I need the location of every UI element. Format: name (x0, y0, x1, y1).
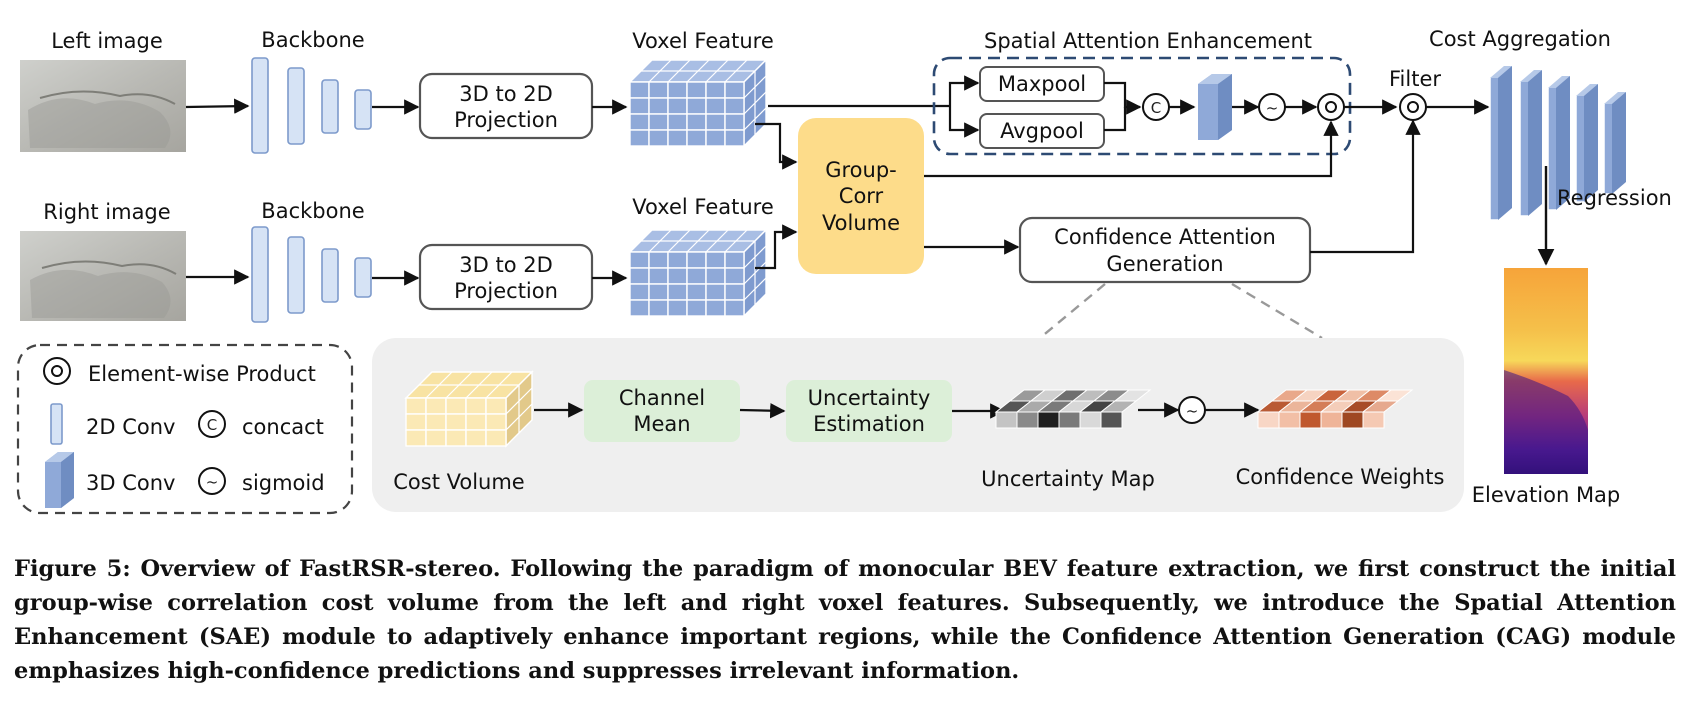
legend-sigmoid: sigmoid (242, 471, 325, 495)
projection-box-bottom: 3D to 2D Projection (418, 243, 594, 311)
backbone-top-label: Backbone (261, 28, 364, 52)
concat-icon: C (198, 410, 226, 438)
confidence-weights-grid (1256, 389, 1414, 429)
conv2d-icon (50, 403, 63, 445)
uncertainty-est-line1: Uncertainty (808, 386, 931, 410)
filter-product-symbol (1399, 93, 1427, 121)
confidence-weights-label: Confidence Weights (1236, 465, 1445, 489)
group-corr-line1: Group- (825, 158, 897, 182)
cost-aggregation-label: Cost Aggregation (1429, 27, 1611, 51)
projection-top-line2: Projection (454, 108, 558, 132)
maxpool-box: Maxpool (979, 66, 1105, 102)
uncertainty-map-grid (994, 389, 1152, 429)
avgpool-box: Avgpool (979, 113, 1105, 149)
backbone-bottom-label: Backbone (261, 199, 364, 223)
uncertainty-est-line2: Estimation (813, 412, 925, 436)
cag-detail-panel: Cost Volume Channel Mean Uncertainty Est… (372, 338, 1464, 512)
legend-concact: concact (242, 415, 324, 439)
uncertainty-estimation-box: Uncertainty Estimation (786, 380, 952, 442)
cost-volume-cube (404, 370, 534, 448)
projection-bottom-line2: Projection (454, 279, 558, 303)
caption-figure-number: Figure 5: (14, 556, 131, 582)
sae-sigmoid-symbol: ~ (1258, 93, 1286, 121)
cag-sigmoid-glyph: ~ (1186, 402, 1199, 420)
voxel-bottom-label: Voxel Feature (632, 195, 774, 219)
regression-label: Regression (1557, 186, 1672, 210)
pipeline-diagram: Left image Right image Backbone Backbone… (16, 27, 1672, 515)
voxel-top-label: Voxel Feature (632, 29, 774, 53)
filter-label: Filter (1389, 67, 1441, 91)
legend-conv2d: 2D Conv (86, 415, 175, 439)
right-image (20, 231, 186, 321)
group-corr-line3: Volume (822, 211, 900, 235)
sae-title: Spatial Attention Enhancement (984, 29, 1312, 53)
sae-product-symbol (1317, 93, 1345, 121)
channel-mean-line2: Mean (633, 412, 690, 436)
elevation-map-label: Elevation Map (1472, 483, 1621, 507)
legend-sigmoid-glyph: ~ (206, 473, 219, 491)
conv3d-icon (45, 452, 74, 508)
projection-bottom-line1: 3D to 2D (459, 253, 553, 277)
legend-conv3d: 3D Conv (86, 471, 175, 495)
backbone-bottom (251, 226, 372, 323)
backbone-top (251, 57, 372, 154)
concat-symbol-letter: C (1151, 99, 1161, 117)
sae-3d-conv (1198, 74, 1232, 140)
caption-text: Overview of FastRSR-stereo. Following th… (14, 556, 1677, 684)
concat-symbol: C (1142, 93, 1170, 121)
channel-mean-box: Channel Mean (584, 380, 740, 442)
cag-sigmoid-symbol: ~ (1178, 396, 1206, 424)
group-corr-volume: Group- Corr Volume (798, 118, 924, 274)
cost-volume-label: Cost Volume (393, 470, 524, 494)
cost-aggregation-stack (1489, 65, 1627, 221)
projection-top-line1: 3D to 2D (459, 82, 553, 106)
figure-caption: Figure 5: Overview of FastRSR-stereo. Fo… (14, 552, 1676, 688)
element-wise-product-icon (43, 357, 71, 385)
cag-box: Confidence Attention Generation (1018, 216, 1312, 284)
elevation-map (1504, 268, 1588, 474)
uncertainty-map-label: Uncertainty Map (981, 467, 1155, 491)
right-image-label: Right image (43, 200, 170, 224)
legend-element-wise: Element-wise Product (88, 362, 316, 386)
projection-box-top: 3D to 2D Projection (418, 72, 594, 140)
cag-line1: Confidence Attention (1054, 225, 1276, 249)
voxel-feature-bottom (628, 228, 768, 318)
left-image (20, 60, 186, 152)
channel-mean-line1: Channel (619, 386, 705, 410)
legend: Element-wise Product 2D Conv C concact 3… (16, 343, 354, 515)
maxpool-label: Maxpool (998, 72, 1086, 96)
cag-line2: Generation (1106, 252, 1223, 276)
group-corr-line2: Corr (839, 184, 884, 208)
sigmoid-icon: ~ (198, 467, 226, 495)
avgpool-label: Avgpool (1000, 119, 1084, 143)
left-image-label: Left image (51, 29, 163, 53)
sae-sigmoid-glyph: ~ (1266, 99, 1279, 117)
voxel-feature-top (628, 58, 768, 148)
legend-concat-letter: C (207, 416, 217, 434)
